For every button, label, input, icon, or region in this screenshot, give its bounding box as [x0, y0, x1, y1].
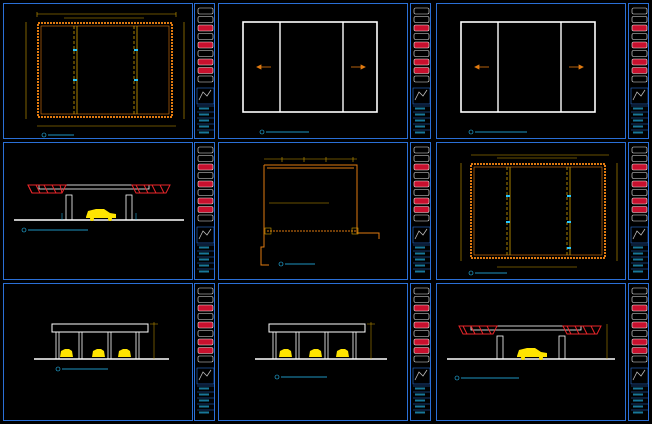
title-block-6	[628, 142, 649, 280]
title-block-9	[628, 283, 649, 421]
elevation-columns-drawing	[255, 322, 387, 380]
elevation-truss-drawing	[14, 184, 184, 233]
sheet-elevation-truss-1[interactable]	[3, 142, 193, 280]
sheet-elevation-columns-2[interactable]	[218, 283, 408, 421]
plan-frame-drawing	[460, 154, 618, 276]
elevation-columns-drawing	[34, 322, 169, 372]
sheet-plan-frame-2[interactable]	[436, 142, 626, 280]
title-block-1	[194, 3, 215, 139]
title-block-drawing	[196, 146, 215, 273]
sheet-elevation-columns-1[interactable]	[3, 283, 193, 421]
title-block-drawing	[630, 146, 649, 273]
title-block-7	[194, 283, 215, 421]
plan-outline-drawing	[260, 157, 380, 267]
title-block-drawing	[196, 287, 215, 414]
title-block-5	[410, 142, 431, 280]
title-block-8	[410, 283, 431, 421]
title-block-3	[628, 3, 649, 139]
sheet-plan-frame-1[interactable]	[3, 3, 193, 139]
elevation-truss-drawing	[447, 324, 615, 381]
title-block-drawing	[412, 287, 431, 414]
title-block-2	[410, 3, 431, 139]
title-block-drawing	[412, 146, 431, 273]
glass-panels-drawing	[242, 21, 378, 135]
sheet-glass-panels-1[interactable]	[218, 3, 408, 139]
sheet-elevation-truss-2[interactable]	[436, 283, 626, 421]
plan-frame-drawing	[25, 12, 185, 138]
title-block-drawing	[196, 7, 215, 134]
title-block-drawing	[412, 7, 431, 134]
title-block-4	[194, 142, 215, 280]
title-block-drawing	[630, 287, 649, 414]
title-block-drawing	[630, 7, 649, 134]
sheet-glass-panels-2[interactable]	[436, 3, 626, 139]
sheet-plan-outline[interactable]	[218, 142, 408, 280]
glass-panels-drawing	[460, 21, 596, 135]
